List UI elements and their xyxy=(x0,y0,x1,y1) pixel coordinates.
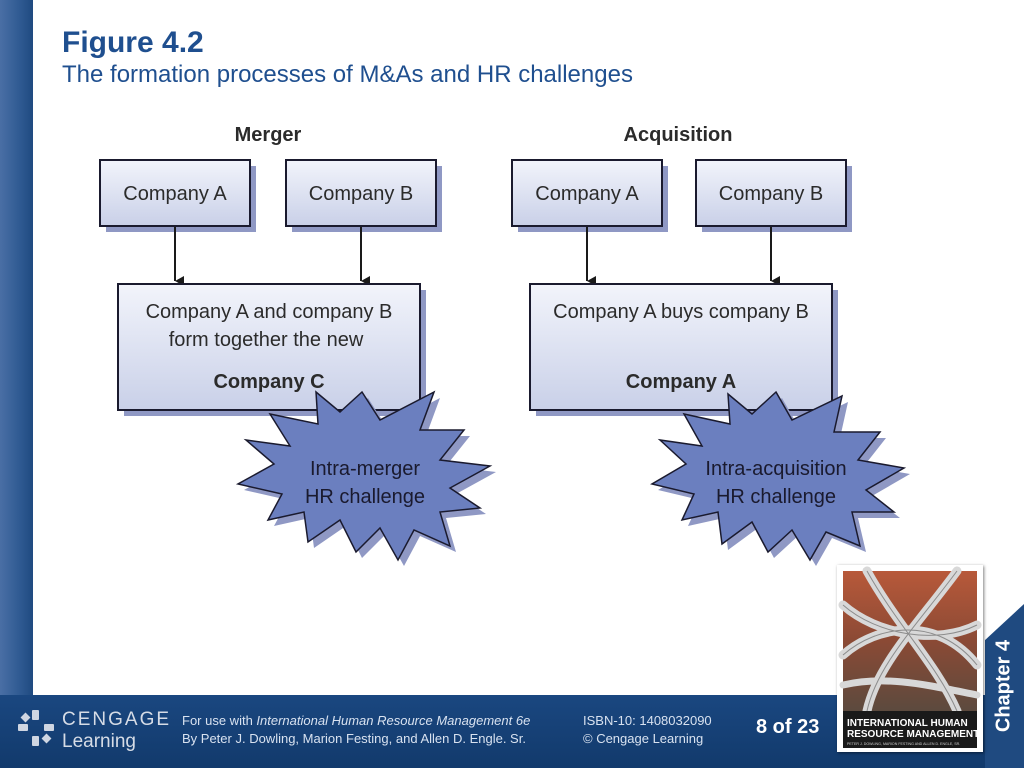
cengage-logo-icon xyxy=(18,710,54,746)
acquisition-company-a-box: Company A xyxy=(511,159,668,232)
footer-isbn: ISBN-10: 1408032090 xyxy=(583,713,712,728)
merger-result-box: Company A and company B form together th… xyxy=(117,283,426,416)
logo-sub: Learning xyxy=(62,731,136,752)
footer-copyright: © Cengage Learning xyxy=(583,731,704,746)
merger-company-b-box: Company B xyxy=(285,159,442,232)
acquisition-heading: Acquisition xyxy=(624,124,733,146)
cover-authors: PETER J. DOWLING, MARION FESTING AND ALL… xyxy=(847,742,960,746)
book-cover-image: INTERNATIONAL HUMAN RESOURCE MANAGEMENT … xyxy=(837,565,983,752)
merger-result-line1: Company A and company B xyxy=(146,301,393,323)
merger-result-line2: form together the new xyxy=(169,329,364,351)
merger-heading: Merger xyxy=(235,124,302,146)
acquisition-company-a-label: Company A xyxy=(535,183,639,205)
merger-result-company: Company C xyxy=(213,371,324,393)
left-accent-bar xyxy=(0,0,33,695)
merger-challenge-line1: Intra-merger xyxy=(310,458,420,480)
footer-for-use-prefix: For use with xyxy=(182,713,257,728)
cover-title-line2: RESOURCE MANAGEMENT xyxy=(847,729,979,740)
figure-label: Figure 4.2 xyxy=(62,26,204,59)
footer-for-use: For use with International Human Resourc… xyxy=(182,713,530,728)
footer-book-title: International Human Resource Management … xyxy=(256,713,531,728)
acquisition-challenge-line1: Intra-acquisition xyxy=(705,458,846,480)
merger-hr-challenge-burst: Intra-merger HR challenge xyxy=(235,390,496,566)
merger-company-b-label: Company B xyxy=(309,183,414,205)
footer-authors: By Peter J. Dowling, Marion Festing, and… xyxy=(182,731,526,746)
page-number: 8 of 23 xyxy=(756,716,820,738)
cover-title-line1: INTERNATIONAL HUMAN xyxy=(847,718,968,729)
merger-challenge-line2: HR challenge xyxy=(305,486,425,508)
acquisition-result-box: Company A buys company B Company A xyxy=(529,283,838,416)
merger-company-a-label: Company A xyxy=(123,183,227,205)
acquisition-company-b-label: Company B xyxy=(719,183,824,205)
merger-company-a-box: Company A xyxy=(99,159,256,232)
logo-brand: CENGAGE xyxy=(62,709,172,730)
acquisition-hr-challenge-burst: Intra-acquisition HR challenge xyxy=(650,390,910,566)
chapter-label: Chapter 4 xyxy=(992,639,1015,733)
acquisition-result-company: Company A xyxy=(626,371,736,393)
book-cover-art: INTERNATIONAL HUMAN RESOURCE MANAGEMENT … xyxy=(838,566,982,748)
acquisition-result-line1: Company A buys company B xyxy=(553,301,809,323)
acquisition-company-b-box: Company B xyxy=(695,159,852,232)
acquisition-challenge-line2: HR challenge xyxy=(716,486,836,508)
figure-subtitle: The formation processes of M&As and HR c… xyxy=(62,61,633,88)
